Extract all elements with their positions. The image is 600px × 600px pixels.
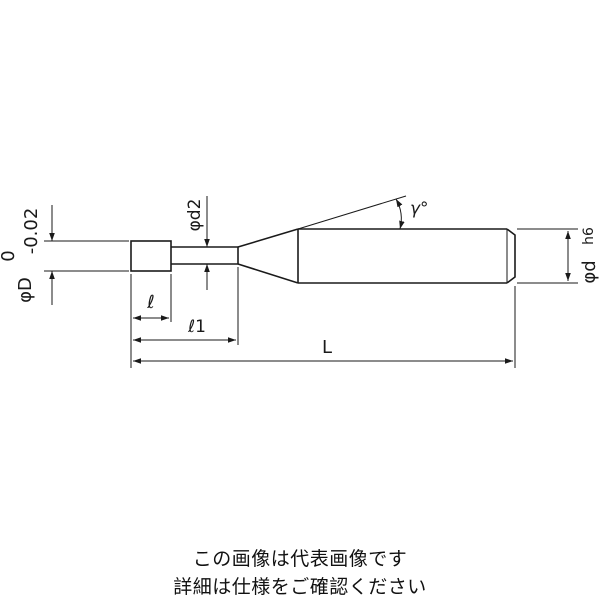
label-L: L: [322, 337, 332, 358]
gamma-extension: [297, 195, 407, 230]
label-tol-upper: 0: [0, 250, 19, 261]
tool-outline: [130, 228, 516, 284]
label-gamma: γ°: [410, 199, 429, 219]
label-h6: h6: [581, 227, 597, 245]
label-l1: ℓ1: [187, 317, 206, 337]
taper-bottom-edge: [237, 263, 299, 284]
gamma-arc: [395, 198, 405, 230]
label-l: ℓ: [146, 292, 154, 313]
label-phi-D: φD: [15, 277, 36, 303]
label-phi-d: φd: [579, 260, 600, 283]
cutting-head: [130, 240, 172, 272]
taper-top-edge: [237, 228, 299, 248]
label-phi-d2: φd2: [185, 199, 205, 232]
caption-check-specifications: 詳細は仕様をご確認ください: [173, 576, 427, 598]
label-tol-lower: -0.02: [21, 208, 42, 255]
caption-representative-image: この画像は代表画像です: [192, 548, 408, 570]
shank-chamfer: [506, 228, 516, 284]
dimension-text: φD 0 -0.02 φd2 γ° φd h6 ℓ ℓ1 L: [0, 199, 600, 358]
dimension-lines: [44, 195, 578, 368]
